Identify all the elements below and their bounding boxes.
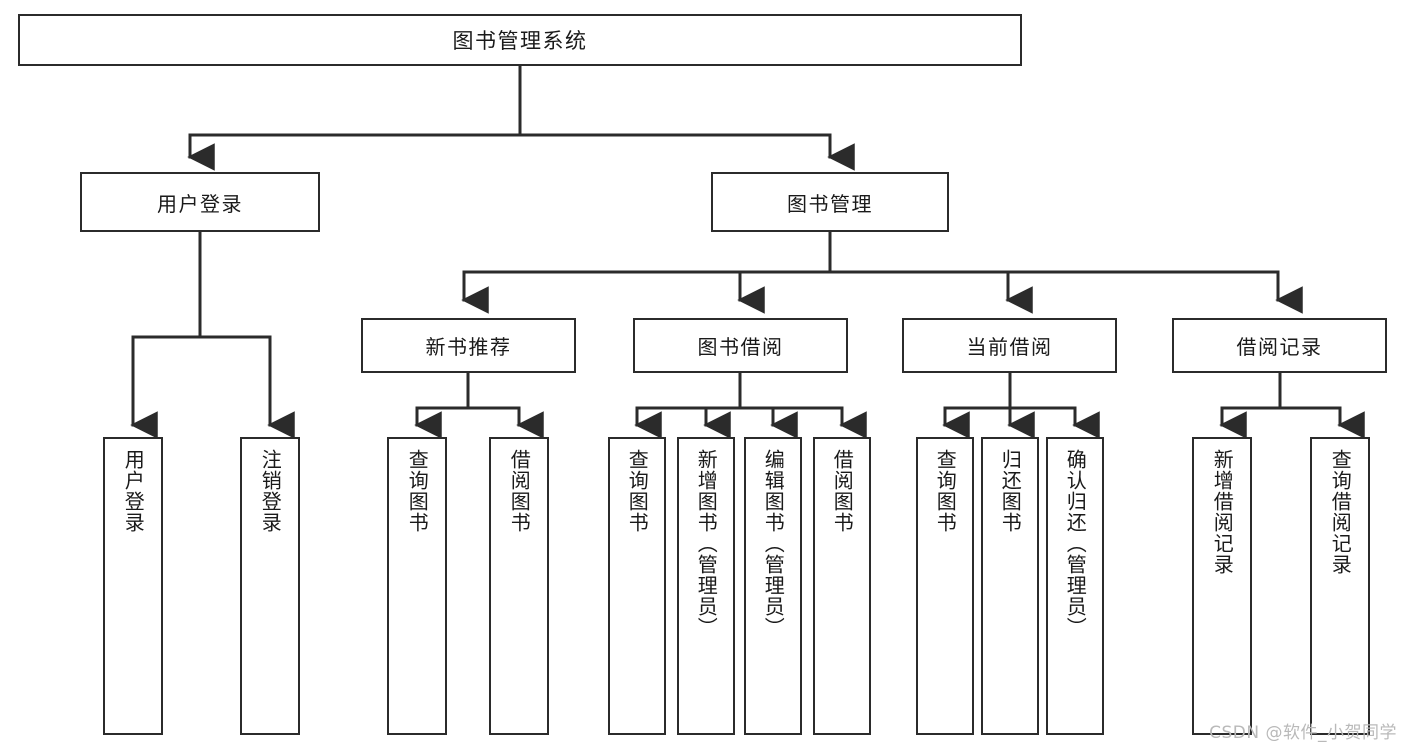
node-leaf-query-book-3[interactable]: 查询图书 (916, 437, 974, 735)
node-leaf-user-logout-label: 注销登录 (258, 449, 283, 533)
node-leaf-query-book-2[interactable]: 查询图书 (608, 437, 666, 735)
node-current-borrow-label: 当前借阅 (966, 335, 1053, 359)
node-leaf-user-login-label: 用户登录 (121, 449, 146, 533)
node-leaf-query-record[interactable]: 查询借阅记录 (1310, 437, 1370, 735)
node-leaf-edit-book[interactable]: 编辑图书（管理员） (744, 437, 802, 735)
node-leaf-confirm-return[interactable]: 确认归还（管理员） (1046, 437, 1104, 735)
node-leaf-query-book-2-label: 查询图书 (625, 449, 650, 533)
node-leaf-add-record[interactable]: 新增借阅记录 (1192, 437, 1252, 735)
csdn-watermark: CSDN @软件_小贺同学 (1209, 723, 1397, 743)
node-borrow-record-label: 借阅记录 (1236, 335, 1323, 359)
node-leaf-edit-book-label: 编辑图书（管理员） (761, 449, 786, 638)
node-leaf-return-book-label: 归还图书 (998, 449, 1023, 533)
node-leaf-add-book[interactable]: 新增图书（管理员） (677, 437, 735, 735)
node-leaf-borrow-book-2-label: 借阅图书 (830, 449, 855, 533)
node-leaf-add-book-label: 新增图书（管理员） (694, 449, 719, 638)
node-leaf-query-book-1-label: 查询图书 (405, 449, 430, 533)
node-leaf-user-logout[interactable]: 注销登录 (240, 437, 300, 735)
node-user-login-label: 用户登录 (157, 191, 243, 216)
node-user-login[interactable]: 用户登录 (80, 172, 320, 232)
node-new-book-rec[interactable]: 新书推荐 (361, 318, 576, 373)
node-new-book-rec-label: 新书推荐 (425, 335, 512, 359)
node-book-borrow-label: 图书借阅 (697, 335, 784, 359)
node-leaf-query-book-1[interactable]: 查询图书 (387, 437, 447, 735)
node-root-label: 图书管理系统 (452, 29, 588, 53)
node-leaf-borrow-book-1[interactable]: 借阅图书 (489, 437, 549, 735)
node-borrow-record[interactable]: 借阅记录 (1172, 318, 1387, 373)
node-leaf-add-record-label: 新增借阅记录 (1210, 449, 1235, 575)
node-leaf-return-book[interactable]: 归还图书 (981, 437, 1039, 735)
node-current-borrow[interactable]: 当前借阅 (902, 318, 1117, 373)
node-book-manage-label: 图书管理 (787, 191, 873, 216)
node-leaf-borrow-book-1-label: 借阅图书 (507, 449, 532, 533)
node-book-borrow[interactable]: 图书借阅 (633, 318, 848, 373)
node-book-manage[interactable]: 图书管理 (711, 172, 949, 232)
node-root[interactable]: 图书管理系统 (18, 14, 1022, 66)
node-leaf-query-book-3-label: 查询图书 (933, 449, 958, 533)
node-leaf-confirm-return-label: 确认归还（管理员） (1063, 449, 1088, 638)
node-leaf-query-record-label: 查询借阅记录 (1328, 449, 1353, 575)
node-leaf-user-login[interactable]: 用户登录 (103, 437, 163, 735)
node-leaf-borrow-book-2[interactable]: 借阅图书 (813, 437, 871, 735)
